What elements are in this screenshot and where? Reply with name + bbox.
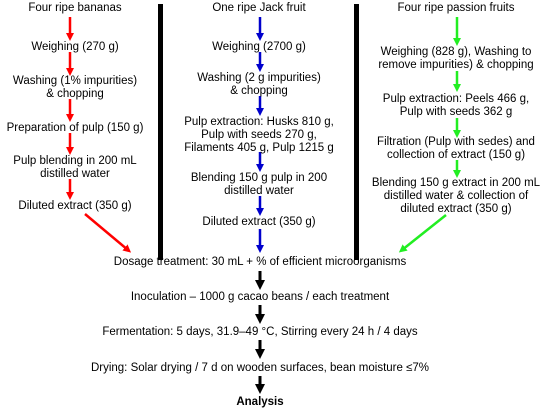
final-step-analysis: Analysis xyxy=(236,396,284,408)
passion-step-extraction: Pulp extraction: Peels 466 g, xyxy=(382,93,530,105)
jackfruit-step-diluted: Diluted extract (350 g) xyxy=(202,216,316,228)
passion-step-blending: Blending 150 g extract in 200 mL xyxy=(371,177,541,189)
bananas-step-blending-2: distilled water xyxy=(40,168,110,180)
jackfruit-step-extraction-2: Pulp with seeds 270 g, xyxy=(201,129,317,141)
jackfruit-step-weighing: Weighing (2700 g) xyxy=(212,41,306,53)
jackfruit-step-blending: Blending 150 g pulp in 200 xyxy=(190,172,328,184)
common-step-drying: Drying: Solar drying / 7 d on wooden sur… xyxy=(90,362,430,374)
bananas-step-washing-2: & chopping xyxy=(46,88,104,100)
passion-step-blending-2: distilled water & collection of xyxy=(383,190,529,202)
passion-arrow-to-dosage xyxy=(398,214,447,253)
common-step-dosage: Dosage treatment: 30 mL + % of efficient… xyxy=(113,256,407,268)
bananas-step-diluted: Diluted extract (350 g) xyxy=(18,200,132,212)
passion-step-filtration: Filtration (Pulp with sedes) and xyxy=(377,136,535,148)
passion-step-weighing: Weighing (828 g), Washing to xyxy=(380,46,532,58)
jackfruit-step-washing: Washing (2 g impurities) xyxy=(197,72,321,84)
common-step-fermentation: Fermentation: 5 days, 31.9–49 °C, Stirri… xyxy=(102,326,418,338)
jackfruit-step-washing-2: & chopping xyxy=(230,85,288,97)
passion-step-extraction-2: Pulp with seeds 362 g xyxy=(399,106,513,118)
passion-step-filtration-2: collection of extract (150 g) xyxy=(386,149,526,161)
passion-header: Four ripe passion fruits xyxy=(397,2,515,14)
common-step-inoculation: Inoculation – 1000 g cacao beans / each … xyxy=(130,291,390,303)
bananas-arrow-to-dosage xyxy=(84,213,132,253)
bananas-step-pulp: Preparation of pulp (150 g) xyxy=(6,122,144,134)
jackfruit-step-extraction: Pulp extraction: Husks 810 g, xyxy=(184,116,334,128)
jackfruit-header: One ripe Jack fruit xyxy=(212,2,306,14)
passion-step-weighing-2: remove impurities) & chopping xyxy=(378,59,534,71)
bananas-step-washing: Washing (1% impurities) xyxy=(12,75,138,87)
bananas-step-blending: Pulp blending in 200 mL xyxy=(13,155,137,167)
bananas-arrows xyxy=(66,17,132,253)
separator-left xyxy=(158,4,163,260)
separator-right xyxy=(354,4,359,260)
bananas-header: Four ripe bananas xyxy=(28,2,122,14)
jackfruit-step-blending-2: distilled water xyxy=(224,185,294,197)
passion-arrows xyxy=(398,17,461,253)
jackfruit-step-extraction-3: Filaments 405 g, Pulp 1215 g xyxy=(184,142,334,154)
passion-step-blending-3: diluted extract (350 g) xyxy=(400,203,512,215)
bananas-step-weighing: Weighing (270 g) xyxy=(31,41,119,53)
